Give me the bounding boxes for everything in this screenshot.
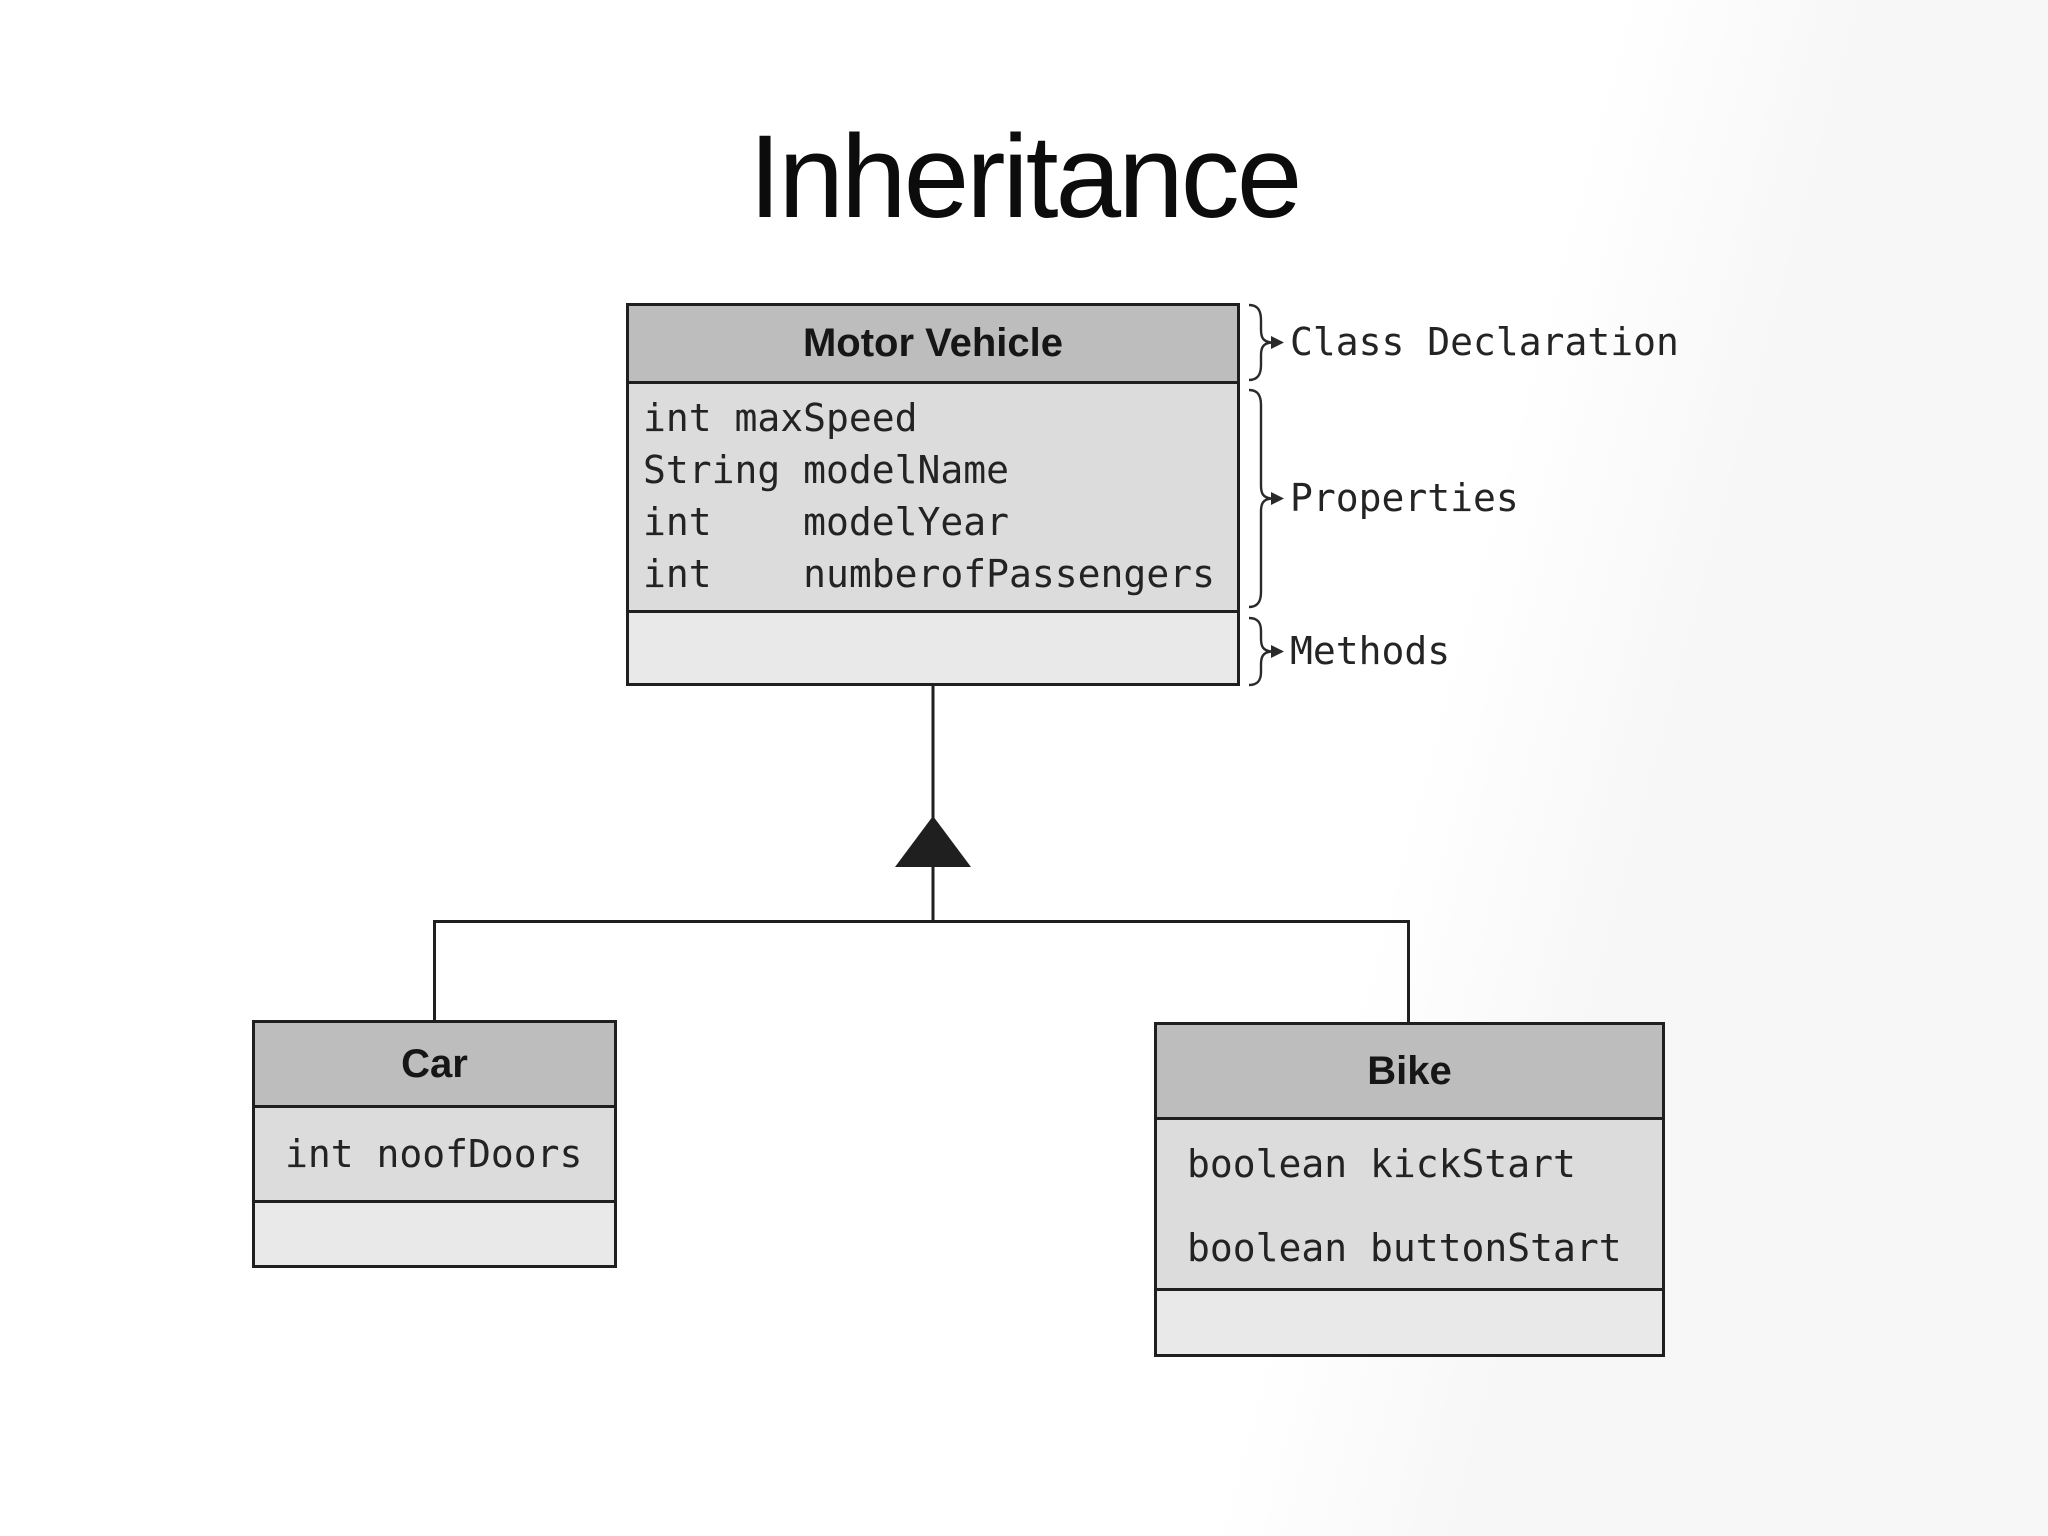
- property-item: boolean kickStart: [1187, 1142, 1576, 1186]
- properties-section: boolean kickStart boolean buttonStart: [1157, 1120, 1662, 1291]
- property-item: int noofDoors: [285, 1132, 583, 1176]
- right-arrowhead-icon: [1271, 336, 1284, 349]
- curly-brace-icon: [1243, 615, 1289, 688]
- methods-section: [629, 613, 1237, 683]
- property-item: boolean buttonStart: [1187, 1226, 1622, 1270]
- class-header: Bike: [1157, 1025, 1662, 1120]
- class-box-bike: Bike boolean kickStart boolean buttonStar…: [1154, 1022, 1665, 1357]
- properties-section: int noofDoors: [255, 1108, 614, 1203]
- methods-section: [255, 1203, 614, 1265]
- page-title: Inheritance: [748, 111, 1303, 243]
- class-header: Car: [255, 1023, 614, 1108]
- curly-brace-icon: [1243, 302, 1289, 383]
- class-name: Motor Vehicle: [802, 321, 1064, 365]
- curly-brace-icon: [1243, 387, 1289, 610]
- right-arrowhead-icon: [1271, 492, 1284, 505]
- inheritance-arrow-icon: [895, 816, 971, 867]
- class-name: Bike: [1367, 1048, 1452, 1093]
- property-item: int maxSpeed: [643, 396, 918, 440]
- property-item: int modelYear: [643, 500, 1010, 544]
- right-arrowhead-icon: [1271, 645, 1284, 658]
- class-header: Motor Vehicle: [629, 306, 1237, 384]
- annotation-label-properties: Properties: [1290, 476, 1519, 520]
- annotation-label-methods: Methods: [1290, 629, 1451, 673]
- property-item: int numberofPassengers: [643, 552, 1215, 596]
- property-item: String modelName: [643, 448, 1010, 492]
- annotation-label-class-declaration: Class Declaration: [1290, 320, 1679, 364]
- class-box-car: Car int noofDoors: [252, 1020, 617, 1268]
- methods-section: [1157, 1291, 1662, 1354]
- class-name: Car: [401, 1041, 468, 1086]
